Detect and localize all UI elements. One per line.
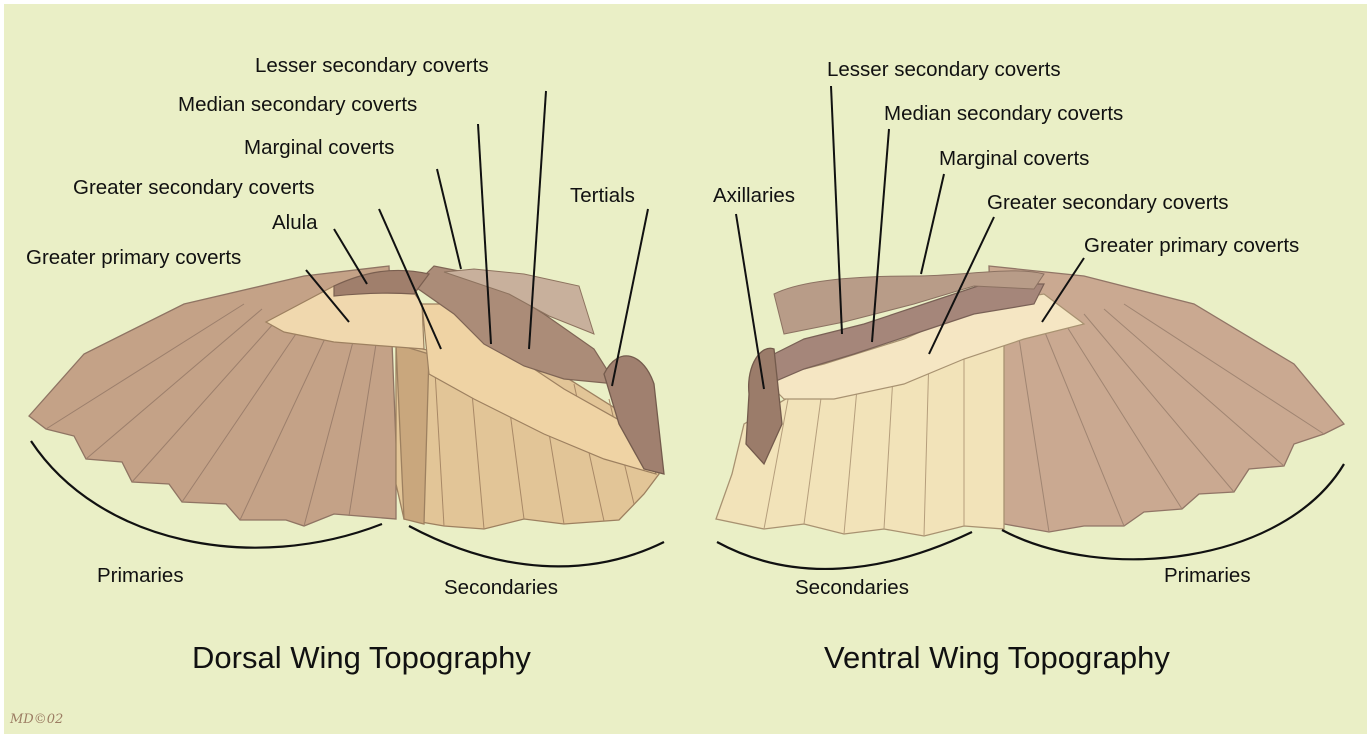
wing-topography-diagram: Lesser secondary coverts Median secondar…: [4, 4, 1367, 734]
label-dorsal-marginal-coverts: Marginal coverts: [244, 136, 394, 160]
label-ventral-greater-secondary-coverts: Greater secondary coverts: [987, 191, 1229, 215]
label-dorsal-alula: Alula: [272, 211, 318, 235]
label-ventral-primaries: Primaries: [1164, 564, 1251, 588]
label-dorsal-primaries: Primaries: [97, 564, 184, 588]
dorsal-title: Dorsal Wing Topography: [192, 640, 531, 676]
label-ventral-axillaries: Axillaries: [713, 184, 795, 208]
artist-signature: MD©02: [10, 712, 63, 727]
label-ventral-secondaries: Secondaries: [795, 576, 909, 600]
ventral-wing: [716, 266, 1344, 536]
label-ventral-marginal-coverts: Marginal coverts: [939, 147, 1089, 171]
dorsal-wing: [29, 266, 664, 529]
label-dorsal-tertials: Tertials: [570, 184, 635, 208]
label-ventral-lesser-secondary-coverts: Lesser secondary coverts: [827, 58, 1061, 82]
dorsal-secondaries-bracket: [409, 526, 664, 566]
label-dorsal-greater-secondary-coverts: Greater secondary coverts: [73, 176, 315, 200]
label-dorsal-lesser-secondary-coverts: Lesser secondary coverts: [255, 54, 489, 78]
label-dorsal-median-secondary-coverts: Median secondary coverts: [178, 93, 417, 117]
label-dorsal-secondaries: Secondaries: [444, 576, 558, 600]
ventral-secondaries-bracket: [717, 532, 972, 569]
ventral-title: Ventral Wing Topography: [824, 640, 1170, 676]
label-ventral-median-secondary-coverts: Median secondary coverts: [884, 102, 1123, 126]
label-dorsal-greater-primary-coverts: Greater primary coverts: [26, 246, 241, 270]
label-ventral-greater-primary-coverts: Greater primary coverts: [1084, 234, 1299, 258]
